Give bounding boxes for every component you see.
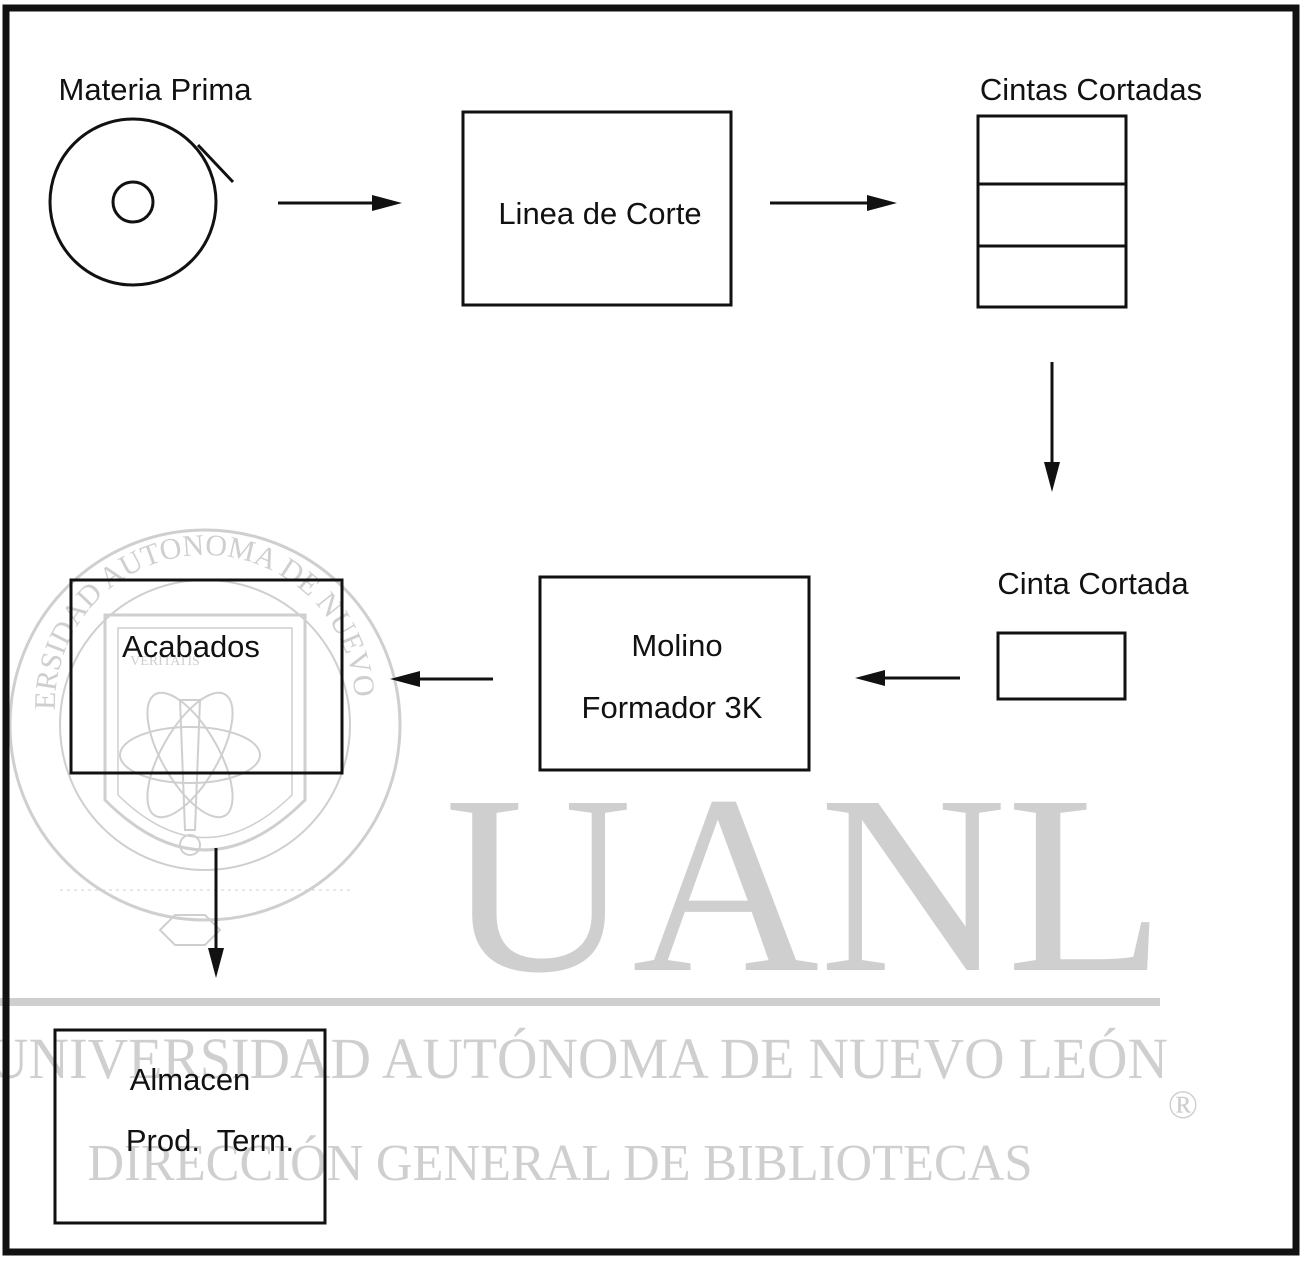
molino-label-line1: Molino <box>631 628 722 663</box>
diagram-frame <box>2 4 1300 1256</box>
arrow-finishing-to-warehouse <box>208 848 224 978</box>
linea-de-corte-box <box>461 110 733 307</box>
registered-mark: ® <box>1168 1082 1198 1127</box>
arrow-strips-down <box>1044 362 1060 492</box>
uanl-logo-text: UANL <box>445 744 1165 1026</box>
linea-de-corte-label: Linea de Corte <box>498 196 701 231</box>
watermark-library-name: DIRECCIÓN GENERAL DE BIBLIOTECAS <box>88 1134 1033 1192</box>
almacen-box <box>53 1028 327 1225</box>
raw-material-coil-icon <box>48 117 235 287</box>
almacen-label-line2: Prod. Term. <box>126 1123 294 1158</box>
materia-prima-label: Materia Prima <box>59 72 253 107</box>
watermark-university-name: UNIVERSIDAD AUTÓNOMA DE NUEVO LEÓN <box>0 1026 1168 1091</box>
seal-motto: VERITATIS <box>130 654 200 669</box>
diagram-content: Materia Prima Linea de Corte Cintas Cort… <box>48 72 1202 1225</box>
watermark-rule <box>0 998 1160 1006</box>
cinta-cortada-label: Cinta Cortada <box>997 566 1189 601</box>
arrow-strip-to-mill <box>855 670 960 686</box>
cintas-cortadas-label: Cintas Cortadas <box>980 72 1202 107</box>
arrow-coil-to-cutting <box>278 195 402 211</box>
arrow-mill-to-finishing <box>390 671 493 687</box>
arrow-cutting-to-strips <box>770 195 897 211</box>
molino-box <box>538 575 811 772</box>
single-strip-icon <box>996 631 1127 701</box>
acabados-box <box>69 578 344 775</box>
stacked-strips-icon <box>976 114 1128 309</box>
acabados-label: Acabados <box>122 629 260 664</box>
almacen-label-line1: Almacen <box>130 1062 251 1097</box>
molino-label-line2: Formador 3K <box>582 690 763 725</box>
